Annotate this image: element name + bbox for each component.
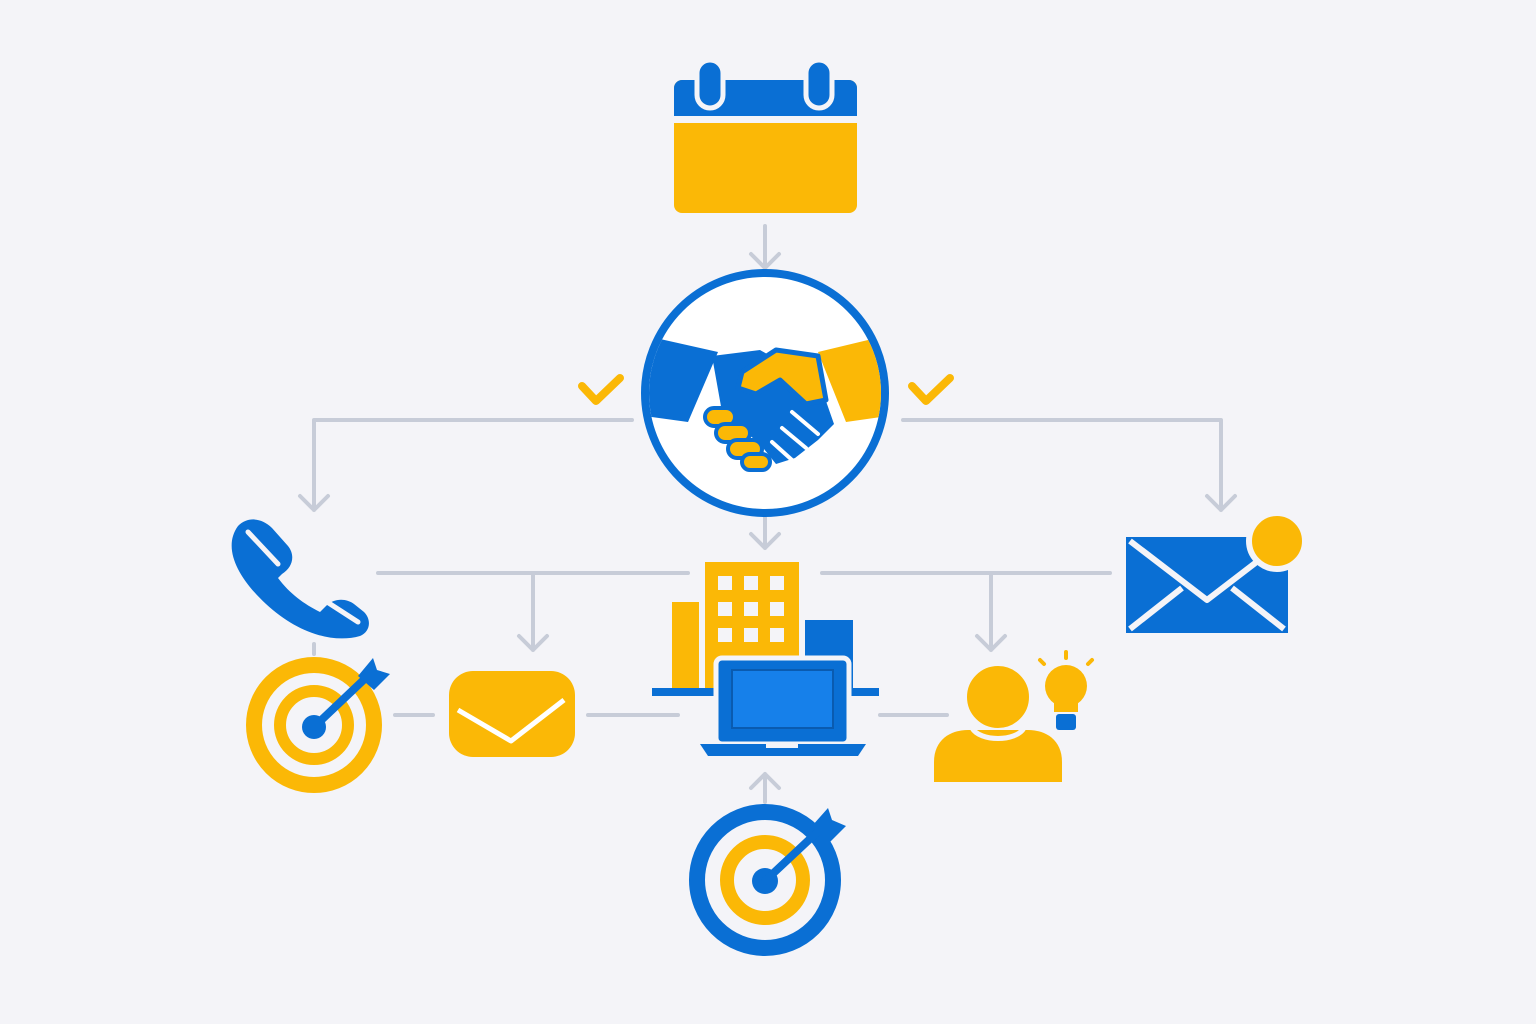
target-arrow-icon [689,804,846,956]
envelope-notification-icon [1126,510,1308,633]
connector-bar-left-drop [517,571,549,652]
target-arrow-icon [246,657,390,793]
connector-bar-right-drop [975,571,1007,652]
person-lightbulb-icon [934,650,1094,782]
handshake-icon [641,269,889,517]
connector-target-laptop [749,772,781,804]
phone-icon [231,519,369,639]
checkmark-icon [908,374,954,405]
envelope-icon [449,671,575,757]
calendar-icon [674,57,857,213]
connector-calendar-handshake [749,224,781,270]
office-building-laptop-icon [652,562,879,756]
checkmark-icon [578,374,624,405]
connector-handshake-right [901,418,1237,512]
connector-handshake-left [298,418,634,512]
connector-handshake-building [749,514,781,550]
connectors [298,224,1237,804]
